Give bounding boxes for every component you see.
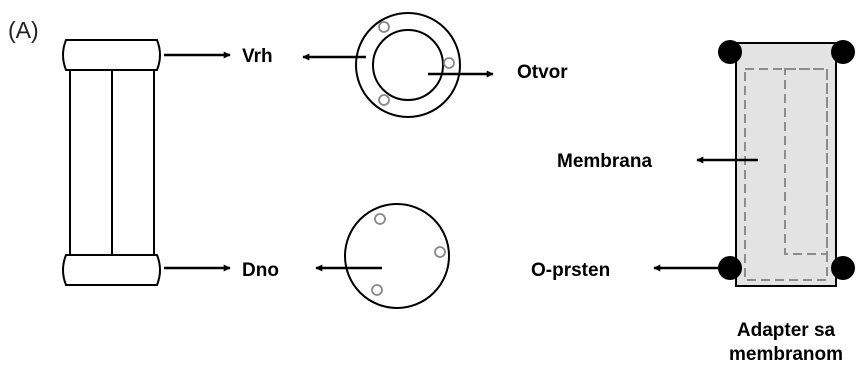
membrane-inner-outline — [784, 68, 828, 255]
panel-label: (A) — [8, 17, 39, 43]
o-ring-bottom-right — [831, 256, 855, 280]
o-ring-top-left — [718, 40, 742, 64]
label-bottom: Dno — [242, 260, 279, 281]
ring-inner-circle — [372, 29, 444, 101]
tube-side-view — [62, 39, 161, 286]
label-top: Vrh — [242, 46, 273, 67]
bottom-view-disc — [344, 203, 450, 309]
ring-hole — [378, 21, 390, 33]
disc-hole — [434, 246, 446, 258]
o-ring-bottom-left — [718, 256, 742, 280]
label-o-ring: O-prsten — [531, 260, 610, 281]
label-membrane: Membrana — [557, 151, 652, 172]
o-ring-top-right — [831, 40, 855, 64]
ring-hole — [443, 57, 455, 69]
ring-outer-circle — [355, 12, 461, 118]
disc-outer-circle — [344, 203, 450, 309]
label-adapter-line2: membranom — [729, 344, 843, 365]
disc-hole — [374, 213, 386, 225]
disc-hole — [371, 284, 383, 296]
label-opening: Otvor — [517, 62, 568, 83]
membrane-adapter — [718, 40, 855, 287]
tube-top-cap — [62, 39, 161, 71]
label-adapter-line1: Adapter sa — [737, 320, 836, 341]
top-view-ring — [355, 12, 461, 118]
tube-bottom-cap — [62, 254, 161, 286]
ring-hole — [378, 94, 390, 106]
